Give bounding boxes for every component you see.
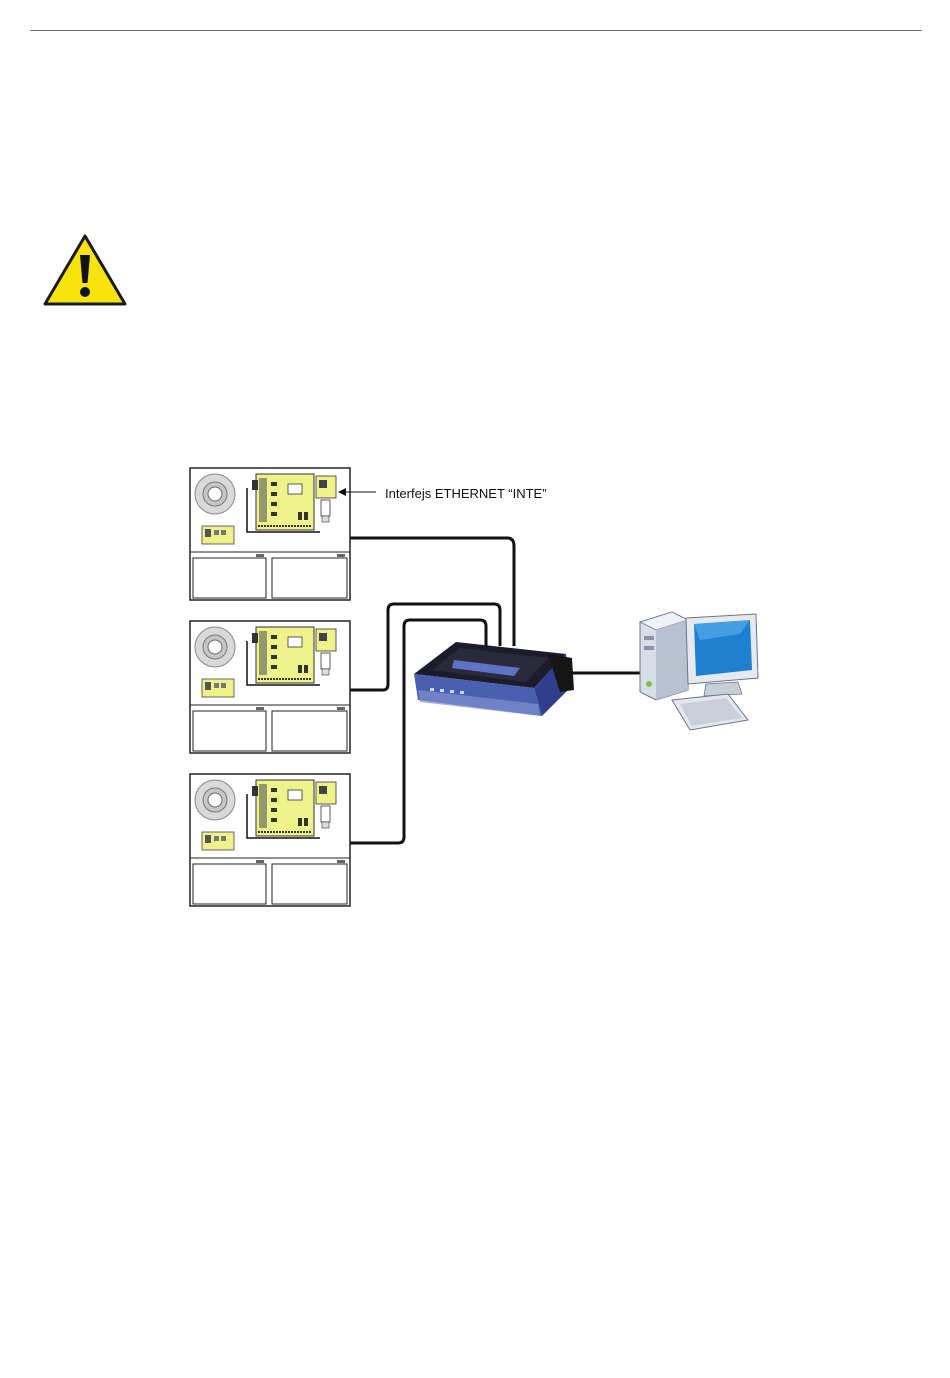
ethernet-interface-label: Interfejs ETHERNET “INTE” [385, 486, 547, 501]
router-icon [414, 642, 574, 716]
header-rule [30, 30, 922, 31]
callout-arrow [338, 488, 376, 496]
desktop-computer-icon [640, 612, 758, 730]
power-supply-unit-icon [190, 468, 350, 600]
network-diagram [180, 460, 780, 920]
power-supply-unit-icon [190, 621, 350, 753]
warning-triangle-icon [42, 233, 128, 307]
power-supply-unit-icon [190, 774, 350, 906]
